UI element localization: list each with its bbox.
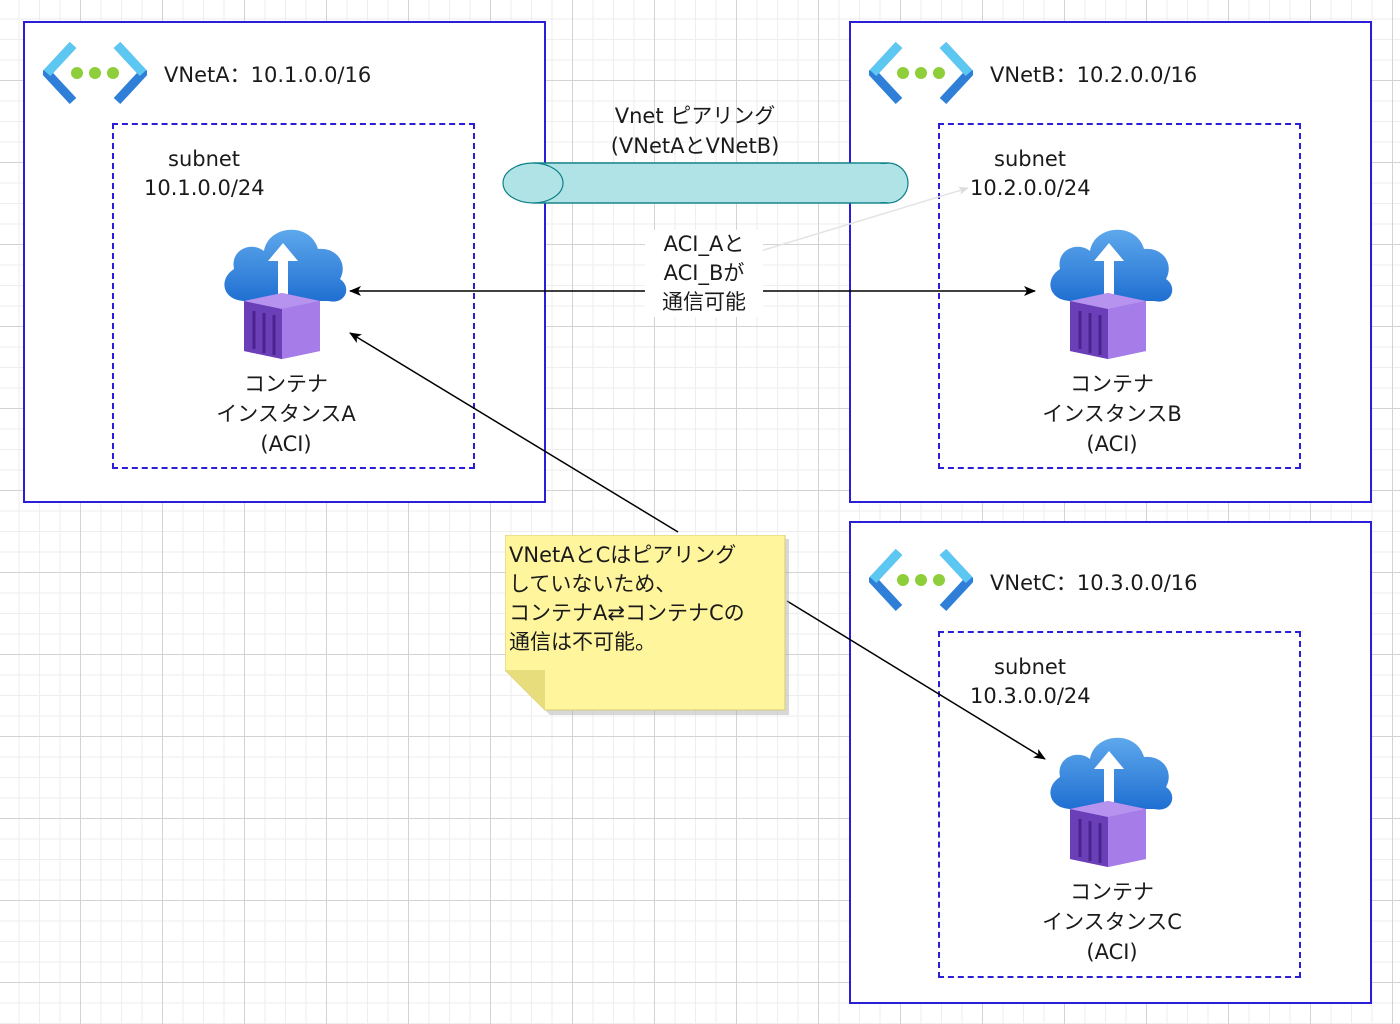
container-b-label: コンテナ インスタンスB (ACI) (1002, 369, 1222, 459)
subnet-a-box[interactable]: subnet 10.1.0.0/24 コンテナ インスタンスA (ACI) (112, 123, 475, 469)
note-line4: 通信は不可能。 (509, 630, 656, 654)
container-a-label-line2: インスタンスA (216, 402, 356, 426)
container-instance-icon (1050, 229, 1173, 359)
virtual-network-icon (43, 41, 147, 105)
container-c-label-line2: インスタンスC (1042, 910, 1182, 934)
communication-label-line1: ACI_Aと (663, 232, 745, 256)
note-line3: コンテナA⇄コンテナCの (509, 601, 745, 625)
subnet-b-box[interactable]: subnet 10.2.0.0/24 コンテナ インスタンスB (ACI) (938, 123, 1301, 469)
communication-label: ACI_Aと ACI_Bが 通信可能 (645, 230, 763, 317)
sticky-note-shape (505, 535, 789, 715)
container-c-label-line3: (ACI) (1086, 940, 1138, 964)
peering-label-line1: Vnet ピアリング (614, 104, 776, 128)
peering-label: Vnet ピアリング (VNetAとVNetB) (590, 101, 800, 161)
container-instance-icon (1050, 737, 1173, 867)
container-c-label-line1: コンテナ (1070, 880, 1154, 904)
subnet-c-cidr: 10.3.0.0/24 (970, 684, 1091, 708)
note-line2: していないため、 (509, 572, 677, 596)
container-a-label: コンテナ インスタンスA (ACI) (176, 369, 396, 459)
subnet-c-label: subnet (994, 655, 1067, 679)
peering-pipe[interactable] (502, 162, 909, 204)
vnet-b-box[interactable]: VNetB：10.2.0.0/16 subnet 10.2.0.0/24 コンテ… (849, 21, 1372, 503)
subnet-b-cidr: 10.2.0.0/24 (970, 176, 1091, 200)
subnet-a-label: subnet (168, 147, 241, 171)
vnet-a-box[interactable]: VNetA：10.1.0.0/16 subnet 10.1.0.0/24 コンテ… (23, 21, 546, 503)
sticky-note-text: VNetAとCはピアリング していないため、 コンテナA⇄コンテナCの 通信は不… (509, 541, 745, 657)
vnet-c-box[interactable]: VNetC：10.3.0.0/16 subnet 10.3.0.0/24 コンテ… (849, 521, 1372, 1004)
vnet-b-title: VNetB：10.2.0.0/16 (990, 63, 1198, 87)
container-c-label: コンテナ インスタンスC (ACI) (1002, 877, 1222, 967)
vnet-a-title: VNetA：10.1.0.0/16 (164, 63, 372, 87)
container-b-label-line1: コンテナ (1070, 372, 1154, 396)
subnet-a-cidr: 10.1.0.0/24 (144, 176, 265, 200)
container-instance-icon (224, 229, 347, 359)
note-line1: VNetAとCはピアリング (509, 543, 737, 567)
subnet-c-box[interactable]: subnet 10.3.0.0/24 コンテナ インスタンスC (ACI) (938, 631, 1301, 978)
subnet-b-label: subnet (994, 147, 1067, 171)
communication-label-line3: 通信可能 (662, 290, 746, 314)
virtual-network-icon (869, 41, 973, 105)
container-b-label-line2: インスタンスB (1042, 402, 1182, 426)
container-a-label-line1: コンテナ (244, 372, 328, 396)
vnet-c-title: VNetC：10.3.0.0/16 (990, 571, 1198, 595)
peering-label-line2: (VNetAとVNetB) (610, 134, 780, 158)
sticky-note[interactable]: VNetAとCはピアリング していないため、 コンテナA⇄コンテナCの 通信は不… (505, 535, 789, 715)
container-a-label-line3: (ACI) (260, 432, 312, 456)
virtual-network-icon (869, 548, 973, 612)
communication-label-line2: ACI_Bが (663, 261, 745, 285)
container-b-label-line3: (ACI) (1086, 432, 1138, 456)
